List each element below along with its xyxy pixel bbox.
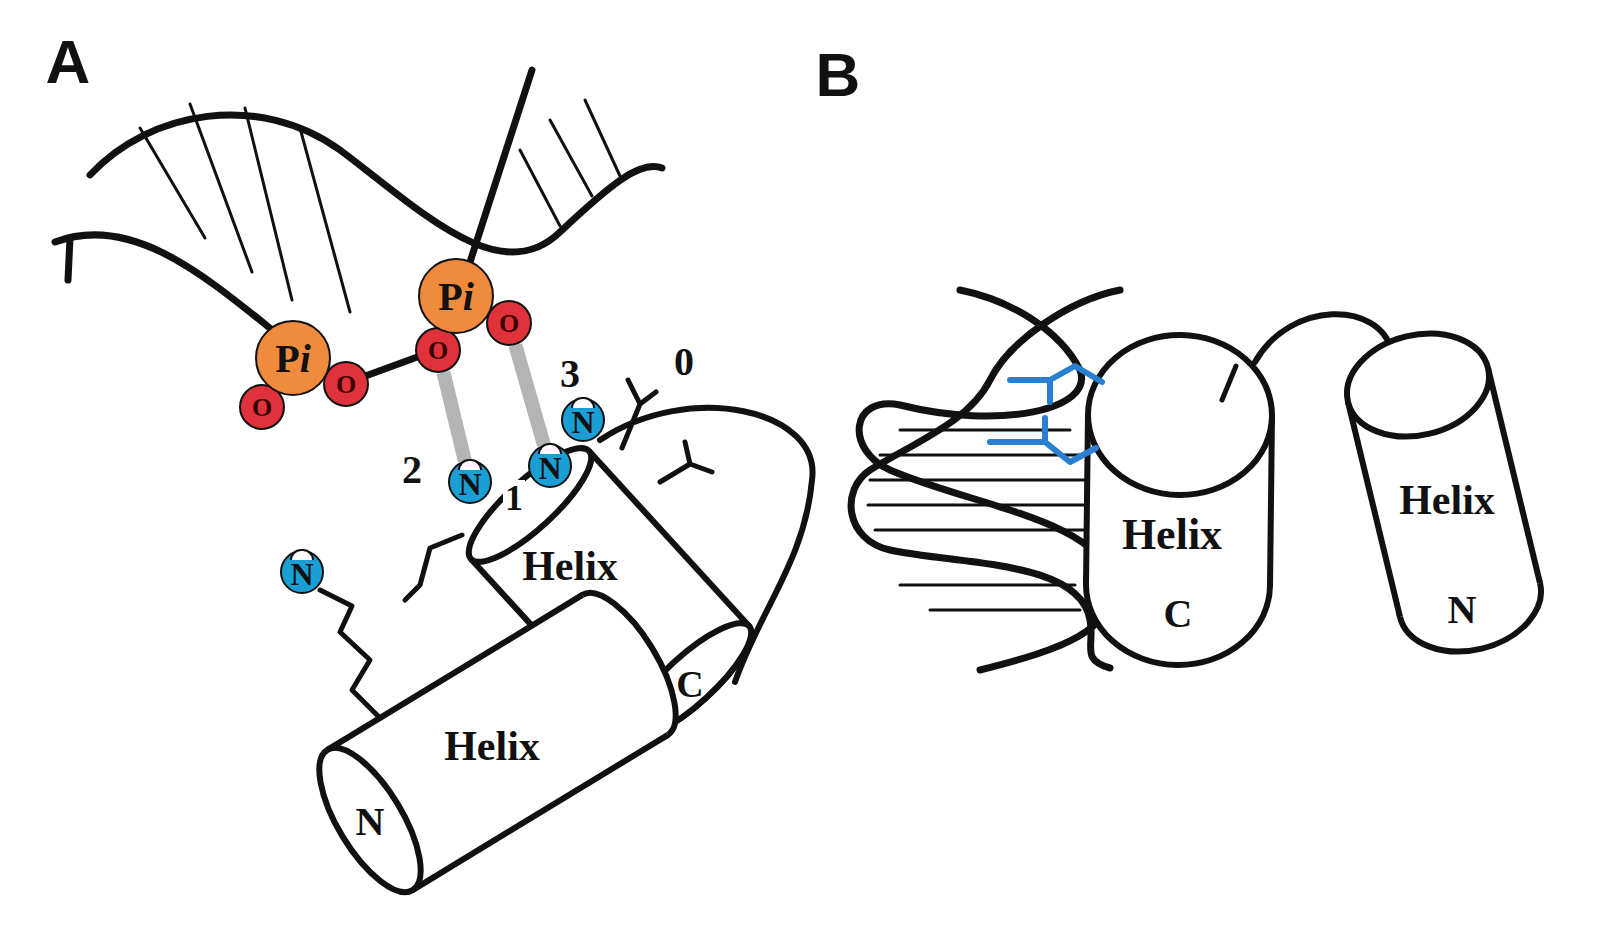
cylinder-near-end xyxy=(1336,319,1499,450)
residue-number: 2 xyxy=(400,450,424,490)
side-chain xyxy=(660,442,712,482)
dna-strand xyxy=(859,290,1111,670)
dna-strand xyxy=(851,290,1120,668)
atom-label: N xyxy=(571,406,594,438)
helix-cylinder: HelixC xyxy=(1000,237,1358,763)
dna-strand xyxy=(470,70,532,262)
atom-label: O xyxy=(336,372,356,398)
nitrogen-circle: N xyxy=(561,398,605,442)
panel-letter: B xyxy=(814,44,863,106)
terminus-label: C xyxy=(1164,594,1193,634)
base-pair-hatching xyxy=(868,430,1085,610)
terminus-label: C xyxy=(676,665,703,703)
phosphate-circle: Pi xyxy=(418,258,494,334)
side-chain xyxy=(1222,366,1236,400)
oxygen-circle: O xyxy=(323,361,369,407)
hydrogen-bond xyxy=(515,345,544,445)
nitrogen-circle: N xyxy=(448,460,492,504)
residue-number: 3 xyxy=(558,354,582,394)
atom-label: N xyxy=(290,558,313,590)
atom-label: N xyxy=(538,452,561,484)
hydrogen-bond xyxy=(443,372,464,460)
lysine-side-chain xyxy=(320,590,380,718)
cylinder-near-end xyxy=(1087,334,1273,496)
nitrogen-circle: N xyxy=(528,444,572,488)
oxygen-circle: O xyxy=(486,300,532,346)
residue-number: 1 xyxy=(503,480,525,516)
helix-cylinder: HelixN xyxy=(250,545,745,940)
helix-label: Helix xyxy=(1122,513,1222,557)
terminus-label: N xyxy=(1448,590,1477,630)
cylinder-side xyxy=(1086,414,1088,584)
atom-label: N xyxy=(458,468,481,500)
nitrogen-circle: N xyxy=(280,550,324,594)
terminus-label: N xyxy=(356,802,385,842)
cylinder-side xyxy=(1270,416,1272,586)
side-chain xyxy=(405,535,462,600)
base-pair-hatching xyxy=(140,100,620,312)
atom-label: O xyxy=(428,338,448,364)
side-chain xyxy=(622,380,656,448)
dna-b xyxy=(851,290,1120,670)
cylinder-side xyxy=(1488,368,1540,583)
helix-label: Helix xyxy=(444,725,540,767)
dna-a xyxy=(55,70,662,378)
atom-label: O xyxy=(252,395,272,421)
residue-number: 0 xyxy=(672,342,696,382)
panel-letter: A xyxy=(44,31,93,93)
cylinder-near-end xyxy=(300,733,440,906)
helix-label: Helix xyxy=(522,545,618,587)
dna-strand-end xyxy=(68,238,70,280)
phosphate-label: Pi xyxy=(275,339,311,379)
base-contact xyxy=(990,366,1102,462)
atom-label: O xyxy=(499,311,519,337)
dna-strand xyxy=(90,115,662,252)
phosphate-label: Pi xyxy=(438,277,474,317)
helix-cylinder: HelixN xyxy=(1290,257,1598,728)
dna-backbone xyxy=(360,356,420,378)
phosphate-circle: Pi xyxy=(255,320,331,396)
helix-label: Helix xyxy=(1399,479,1495,521)
